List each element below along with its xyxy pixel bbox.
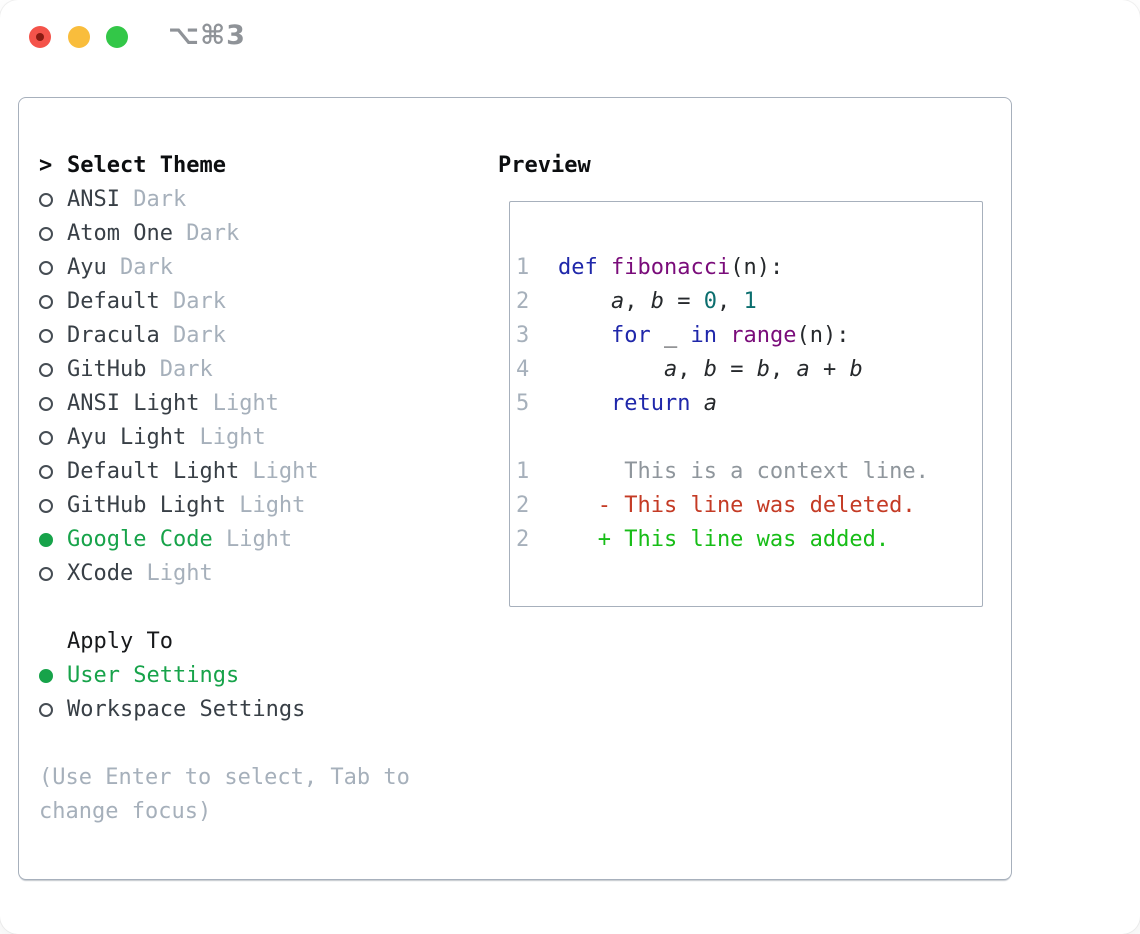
preview-line: 5 return a [516,387,982,421]
line-content: a, b = 0, 1 [610,289,757,314]
radio-icon [39,193,67,207]
radio-icon [39,431,67,445]
theme-option-ayu[interactable]: Ayu Dark [39,251,479,285]
window-title: ⌥⌘3 [168,20,246,51]
theme-variant-label: Light [186,425,266,450]
theme-option-label: XCode [67,561,134,586]
radio-icon [39,397,67,411]
preview-line: 4 a, b = b, a + b [516,353,982,387]
theme-option-label: Default Light [67,459,240,484]
theme-option-label: Default [67,289,160,314]
line-number: 4 [516,357,530,382]
theme-variant-label: Light [133,561,213,586]
theme-variant-label: Dark [159,289,226,314]
radio-icon [39,363,67,377]
apply-option-label: Workspace Settings [67,697,306,722]
theme-option-dracula[interactable]: Dracula Dark [39,319,479,353]
radio-icon [39,703,67,717]
minimize-button[interactable] [68,26,90,48]
line-content: - This line was deleted. [558,493,916,518]
theme-option-atom-one[interactable]: Atom One Dark [39,217,479,251]
radio-icon [39,295,67,309]
preview-line [516,421,982,455]
close-button[interactable] [29,26,51,48]
prompt-icon: > [39,153,53,178]
theme-variant-label: Light [225,493,306,518]
line-content: return a [610,391,717,416]
line-number: 5 [516,391,530,416]
line-content: + This line was added. [558,527,890,552]
theme-option-ansi-light[interactable]: ANSI Light Light [39,387,479,421]
theme-option-label: ANSI Light [67,391,200,416]
select-theme-header: > Select Theme [39,149,479,183]
theme-option-xcode[interactable]: XCode Light [39,557,479,591]
theme-variant-label: Dark [159,323,226,348]
theme-option-default[interactable]: Default Dark [39,285,479,319]
apply-option-user-settings[interactable]: User Settings [39,659,479,693]
preview-line: 2 a, b = 0, 1 [516,285,982,319]
theme-option-google-code[interactable]: Google Code Light [39,523,479,557]
apply-to-title: Apply To [67,629,173,654]
radio-icon [39,567,67,581]
theme-option-ayu-light[interactable]: Ayu Light Light [39,421,479,455]
theme-option-github-light[interactable]: GitHub Light Light [39,489,479,523]
theme-option-label: Ayu [67,255,107,280]
theme-option-label: Google Code [67,527,213,552]
line-content: a, b = b, a + b [663,357,863,382]
line-content: def fibonacci(n): [558,255,784,280]
line-number: 3 [516,323,530,348]
preview-line: 2 + This line was added. [516,523,982,557]
preview-line: 1 This is a context line. [516,455,982,489]
preview-line: 1 def fibonacci(n): [516,251,982,285]
titlebar: ⌥⌘3 [0,0,1140,74]
spacer [39,727,479,761]
theme-option-github[interactable]: GitHub Dark [39,353,479,387]
preview-line: 2 - This line was deleted. [516,489,982,523]
line-number: 2 [516,493,530,518]
apply-option-label: User Settings [67,663,240,688]
theme-option-label: Dracula [67,323,160,348]
theme-variant-label: Light [199,391,279,416]
theme-variant-label: Dark [106,255,173,280]
apply-option-workspace-settings[interactable]: Workspace Settings [39,693,479,727]
theme-option-label: Ayu Light [67,425,187,450]
spacer [39,591,479,625]
help-text: (Use Enter to select, Tab to change focu… [39,765,410,824]
line-number: 2 [516,527,530,552]
radio-icon [39,329,67,343]
theme-option-label: GitHub [67,357,147,382]
select-theme-title: Select Theme [67,153,226,178]
theme-variant-label: Dark [172,221,240,246]
radio-icon [39,499,67,513]
maximize-button[interactable] [106,26,128,48]
line-number: 2 [516,289,530,314]
theme-option-label: ANSI [67,187,120,212]
theme-variant-label: Dark [119,187,187,212]
theme-option-default-light[interactable]: Default Light Light [39,455,479,489]
line-content: This is a context line. [558,459,929,484]
preview-title: Preview [498,153,591,178]
radio-icon [39,227,67,241]
theme-variant-label: Dark [146,357,213,382]
line-number: 1 [516,255,530,280]
radio-icon [39,261,67,275]
line-number: 1 [516,459,530,484]
line-content: for _ in range(n): [610,323,850,348]
apply-to-header: Apply To [39,625,479,659]
preview-line: 3 for _ in range(n): [516,319,982,353]
theme-variant-label: Light [239,459,319,484]
radio-icon [39,465,67,479]
theme-variant-label: Light [212,527,293,552]
theme-option-ansi[interactable]: ANSI Dark [39,183,479,217]
theme-option-label: GitHub Light [67,493,226,518]
radio-selected-icon [39,669,67,683]
radio-selected-icon [39,533,67,547]
theme-option-label: Atom One [67,221,173,246]
